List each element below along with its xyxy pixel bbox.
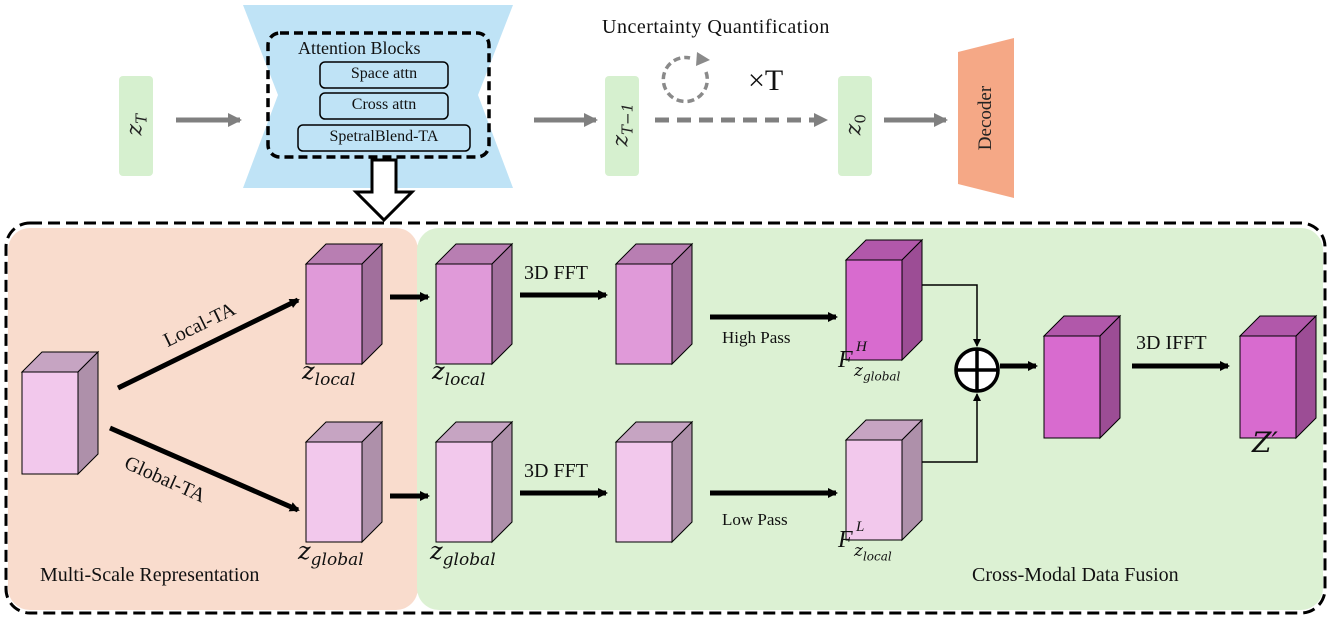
fft-global-cube (614, 420, 694, 544)
f-high-label: F H zglobal (838, 339, 901, 384)
latent-zt-label: zT (122, 113, 151, 136)
hollow-down-arrow (352, 158, 416, 223)
z-prime-label: Z′ (1252, 426, 1278, 459)
z-global-label-2: zglobal (430, 537, 496, 570)
connector-low-to-sum (922, 393, 981, 463)
arrow-global-ta (109, 425, 300, 513)
z-local-cube-1 (304, 242, 384, 366)
decoder-label: Decoder (975, 85, 996, 151)
z-global-cube-1 (304, 420, 384, 544)
latent-zt1-label: zT−1 (608, 102, 637, 147)
cube-layer (20, 238, 1318, 544)
f-low-label: F L zlocal (838, 519, 892, 564)
fft-local-cube (614, 242, 694, 366)
loop-arrow-head (696, 52, 710, 66)
latent-z0-label: z0 (841, 114, 870, 136)
cross-attn-label: Cross attn (351, 96, 417, 113)
bottom-dashed-frame (4, 221, 1327, 615)
repeat-label: ×T (748, 64, 784, 97)
connector-high-to-sum (922, 284, 981, 347)
uncertainty-title: Uncertainty Quantification (602, 16, 830, 38)
space-attn-label: Space attn (350, 65, 418, 82)
z-local-label-1: zlocal (302, 357, 356, 390)
z-local-label-2: zlocal (432, 357, 486, 390)
cross-attn-block (319, 92, 449, 120)
ifft-label: 3D IFFT (1136, 332, 1207, 354)
z-local-cube-2 (434, 242, 514, 366)
output-cube (1238, 314, 1318, 440)
cross-modal-label: Cross-Modal Data Fusion (972, 564, 1179, 586)
low-pass-label: Low Pass (722, 510, 788, 529)
z-global-label-1: zglobal (298, 537, 364, 570)
space-attn-block (319, 61, 449, 89)
arrow-local-ta (116, 297, 300, 391)
f-high-cube (844, 238, 924, 362)
fft-bottom-label: 3D FFT (524, 460, 588, 482)
latent-zt-box (119, 76, 153, 176)
input-cube (20, 350, 100, 476)
decoder-shape (958, 38, 1014, 198)
fft-top-label: 3D FFT (524, 262, 588, 284)
loop-arrow-icon (661, 55, 710, 104)
fused-cube (1042, 314, 1122, 440)
latent-zt1-box (605, 76, 639, 176)
z-global-cube-2 (434, 420, 514, 544)
attention-blocks-title: Attention Blocks (298, 38, 421, 58)
high-pass-label: High Pass (722, 328, 791, 347)
multi-scale-label: Multi-Scale Representation (40, 564, 260, 586)
spectralblend-label: SpetralBlend-TA (329, 128, 439, 145)
latent-z0-box (838, 76, 872, 176)
spectralblend-block (297, 124, 471, 152)
attention-blocks-frame (266, 31, 491, 159)
f-low-cube (844, 418, 924, 542)
